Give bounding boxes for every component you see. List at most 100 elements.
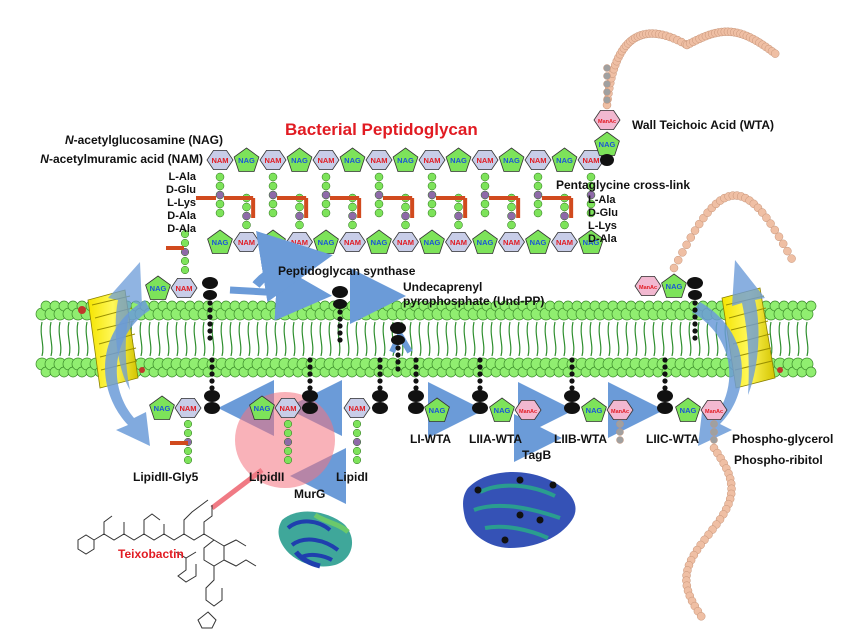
lipidi-carrier (372, 357, 388, 414)
nag-sugar-label: NAG (494, 406, 511, 415)
lipidi-nam: NAM (343, 397, 371, 419)
liic-ribitol-chain (682, 443, 736, 621)
nag-sugar-label: NAG (429, 406, 446, 415)
pg-top-sugar: NAM (365, 149, 393, 171)
stem-left-label: D-Ala (167, 210, 196, 222)
pg-top-sugar: NAG (233, 147, 260, 172)
label-peptidoglycan-synthase: Peptidoglycan synthase (278, 264, 416, 278)
pg-top-sugar: NAG (551, 147, 578, 172)
lipidii-gly5-stem (183, 419, 193, 465)
pg-bottom-sugar: NAG (525, 229, 551, 254)
nag-sugar-label: NAG (477, 238, 494, 247)
peptidoglycan-layer: NAM NAG NAG NAM NAM NAG NAG NAM NAM NAG NAG NAM NAM N… (196, 147, 605, 254)
liib-wta-carrier (564, 357, 580, 414)
label-lipidii: LipidII (249, 470, 285, 484)
pg-synthase-substrate-nam: NAM (170, 277, 198, 299)
manac-sugar-label: ManAc (611, 409, 629, 415)
liib-wta-nag: NAG (581, 397, 607, 422)
pg-top-sugar: NAM (259, 149, 287, 171)
nag-sugar-label: NAG (599, 140, 616, 149)
nag-sugar-label: NAG (450, 156, 467, 165)
nam-sugar-label: NAM (211, 156, 228, 165)
pg-bottom-sugar: NAM (339, 231, 366, 253)
pg-bottom-sugar: NAG (472, 229, 498, 254)
lipid-carrier-top-left (202, 277, 218, 341)
li-wta-carrier (408, 357, 424, 414)
stem-left-label: D-Glu (166, 184, 196, 196)
murg-protein-structure (278, 511, 353, 569)
teichoic-acid-chains (602, 27, 796, 621)
nag-sugar-label: NAG (680, 406, 697, 415)
nam-sugar-label: NAM (582, 156, 599, 165)
pg-bottom-sugar: NAG (260, 229, 286, 254)
label-teixobactin: Teixobactin (118, 547, 184, 561)
wta-glycerol-chain-top (603, 64, 611, 104)
nam-sugar-label: NAM (370, 156, 387, 165)
manac-sugar-label: ManAc (598, 119, 616, 125)
stem-left-label: D-Ala (167, 223, 196, 235)
nag-sugar-label: NAG (344, 156, 361, 165)
stem-left-label: L-Ala (168, 171, 197, 183)
pg-bottom-sugar: NAM (233, 231, 260, 253)
pg-bottom-sugar: NAM (392, 231, 419, 253)
diagram-title: Bacterial Peptidoglycan (285, 120, 478, 139)
wta-base-manac: ManAc (634, 275, 662, 297)
lipidii-stem (283, 419, 293, 465)
label-nag-full: N-acetylglucosamine (NAG) (64, 133, 223, 147)
pg-top-sugar: NAG (498, 147, 525, 172)
nam-sugar-label: NAM (450, 238, 467, 247)
manac-sugar-label: ManAc (705, 409, 723, 415)
wta-top-nag: NAG (594, 131, 620, 156)
pg-synthase-substrate-nag: NAG (145, 275, 171, 300)
nag-sugar-label: NAG (318, 238, 335, 247)
label-pentaglycine-cross-link: Pentaglycine cross-link (556, 178, 691, 192)
pg-top-sugar: NAG (339, 147, 366, 172)
pg-bottom-sugar: NAG (419, 229, 445, 254)
label-liia-wta: LIIA-WTA (469, 432, 523, 446)
pg-top-sugar: NAM (471, 149, 499, 171)
lipidii-gly5-carrier (204, 357, 220, 414)
pg-top-sugar: NAG (286, 147, 313, 172)
lipidii-gly5-nag: NAG (149, 395, 175, 420)
lipidii-nam: NAM (274, 397, 302, 419)
label-tagb: TagB (522, 448, 552, 462)
nag-sugar-label: NAG (371, 238, 388, 247)
label-nam-full: N-acetylmuramic acid (NAM) (40, 152, 203, 166)
nam-sugar-label: NAM (264, 156, 281, 165)
nam-sugar-label: NAM (175, 284, 192, 293)
nag-sugar-label: NAG (150, 284, 167, 293)
nag-sugar-label: NAG (265, 238, 282, 247)
flip-arrow-right (732, 260, 765, 395)
pg-bottom-sugar: NAM (498, 231, 525, 253)
teixobactin-chemical-structure (77, 499, 257, 629)
flip-arrow-right-down (692, 302, 742, 446)
nam-sugar-label: NAM (291, 238, 308, 247)
lipidii-nag: NAG (249, 395, 275, 420)
label-murg: MurG (294, 487, 326, 501)
nam-sugar-label: NAM (344, 238, 361, 247)
nam-sugar-label: NAM (556, 238, 573, 247)
liia-wta-nag: NAG (489, 397, 515, 422)
pg-bottom-sugar: NAM (286, 231, 313, 253)
label-lipidii-gly5: LipidII-Gly5 (133, 470, 199, 484)
manac-sugar-label: ManAc (639, 285, 657, 291)
nag-sugar-label: NAG (586, 406, 603, 415)
liia-wta-manac: ManAc (514, 399, 542, 421)
li-wta-nag: NAG (424, 397, 450, 422)
pg-bottom-sugar: NAM (445, 231, 472, 253)
pg-top-sugar: NAM (418, 149, 446, 171)
nam-sugar-label: NAM (279, 404, 296, 413)
wta-ribitol-chain-top (602, 27, 780, 110)
nag-sugar-label: NAG (556, 156, 573, 165)
nag-sugar-label: NAG (424, 238, 441, 247)
nam-sugar-label: NAM (317, 156, 334, 165)
lipid-carrier-flippase (390, 322, 406, 372)
nam-sugar-label: NAM (423, 156, 440, 165)
nam-sugar-label: NAM (476, 156, 493, 165)
nag-sugar-label: NAG (154, 404, 171, 413)
nam-sugar-label: NAM (503, 238, 520, 247)
nag-sugar-label: NAG (503, 156, 520, 165)
